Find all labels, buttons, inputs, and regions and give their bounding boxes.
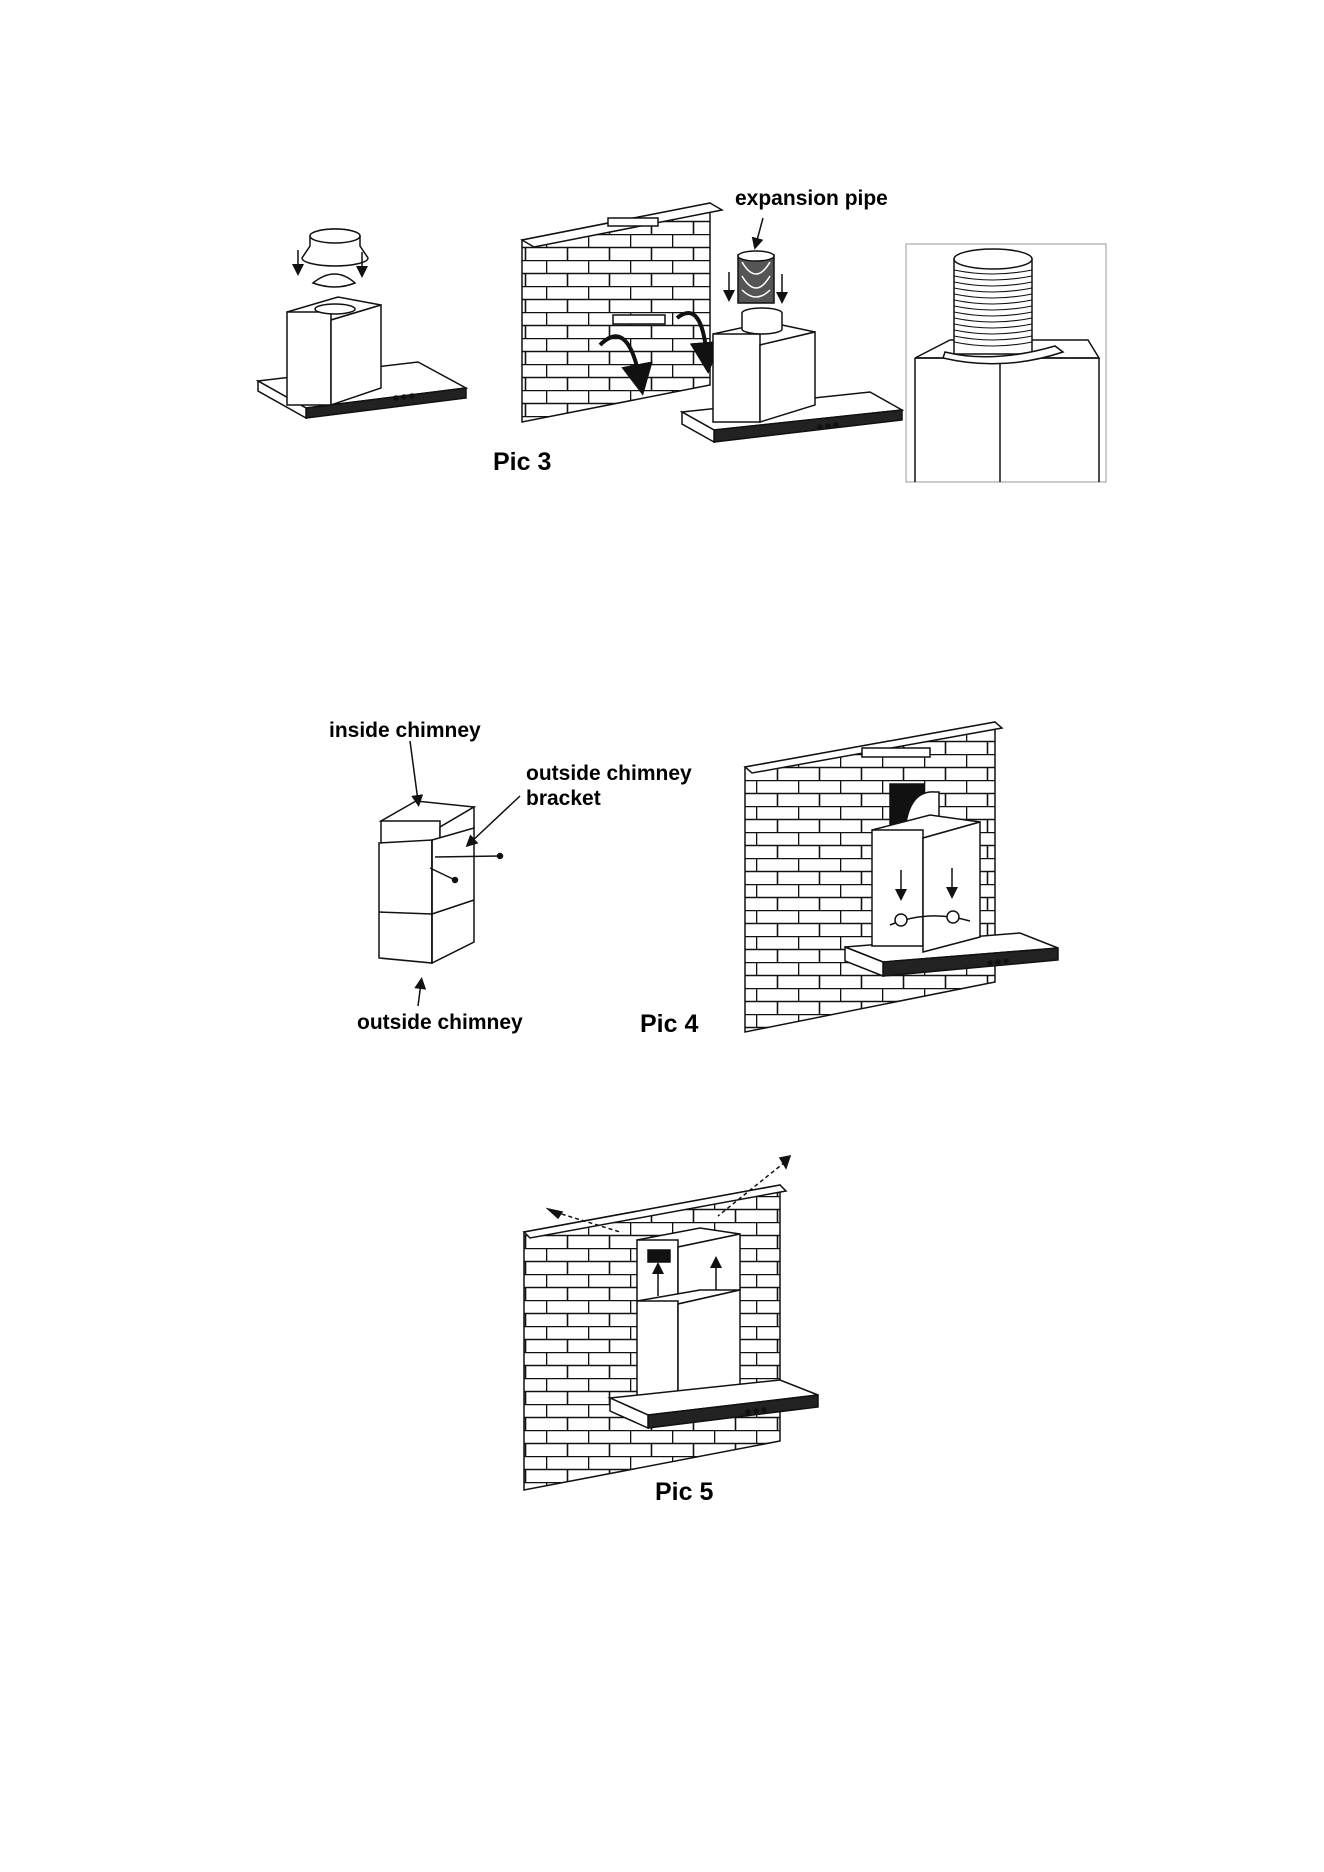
pic3-wall-install [522,203,902,442]
pic4-chimney-assembly [379,741,520,1006]
pic5-caption: Pic 5 [655,1480,713,1505]
pic3-hood-with-adapter [258,229,466,418]
expansion-pipe-label: expansion pipe [735,188,888,209]
pic4-wall-install [745,722,1058,1032]
pic5-wall-install [524,1156,818,1490]
pic3-detail-pipe [906,244,1106,482]
inside-chimney-label: inside chimney [329,720,481,741]
pic3-caption: Pic 3 [493,450,551,475]
pic4-caption: Pic 4 [640,1012,698,1037]
outside-chimney-label: outside chimney [357,1012,523,1033]
outside-chimney-bracket-label-line1: outside chimney [526,763,692,784]
outside-chimney-bracket-label-line2: bracket [526,788,601,809]
